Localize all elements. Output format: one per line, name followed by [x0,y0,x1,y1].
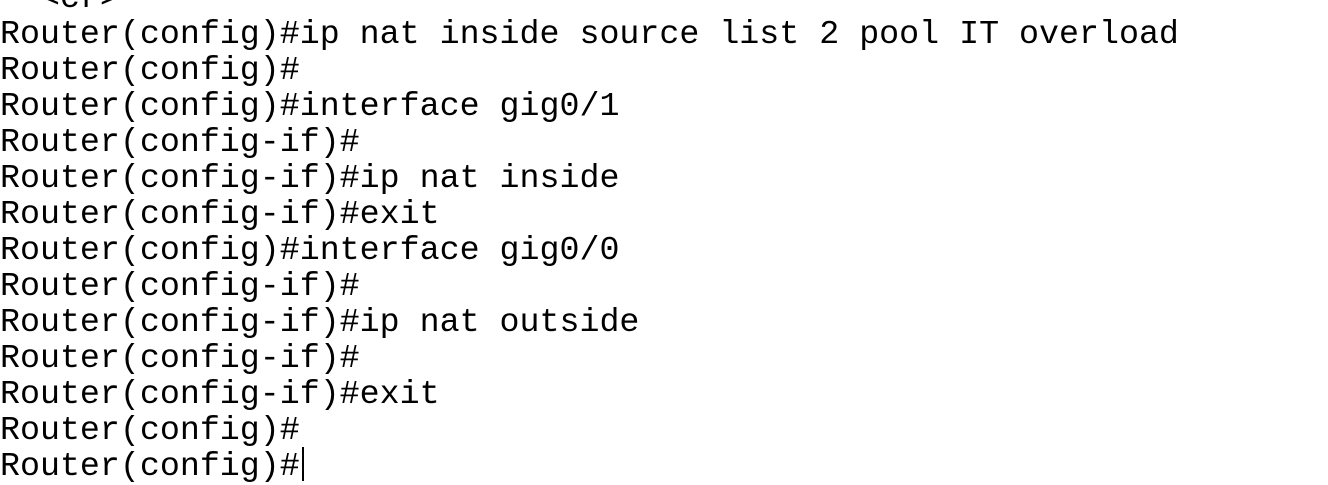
terminal-line: Router(config-if)#ip nat outside [0,303,640,341]
terminal-prompt-line[interactable]: Router(config)# [0,447,304,485]
terminal-line: Router(config-if)#exit [0,375,440,413]
terminal-line: Router(config-if)# [0,123,360,161]
terminal-line: Router(config-if)#ip nat inside [0,159,620,197]
terminal-line: Router(config-if)# [0,267,360,305]
terminal-line: <cr> [0,0,120,16]
terminal-line: Router(config)# [0,411,300,449]
terminal-prompt: Router(config)# [0,447,300,485]
terminal-line: Router(config)#ip nat inside source list… [0,15,1179,53]
text-cursor [301,447,304,482]
terminal-line: Router(config)#interface gig0/1 [0,87,620,125]
terminal-line: Router(config)# [0,51,300,89]
terminal-line: Router(config-if)#exit [0,195,440,233]
terminal-line: Router(config)#interface gig0/0 [0,231,620,269]
terminal-line: Router(config-if)# [0,339,360,377]
